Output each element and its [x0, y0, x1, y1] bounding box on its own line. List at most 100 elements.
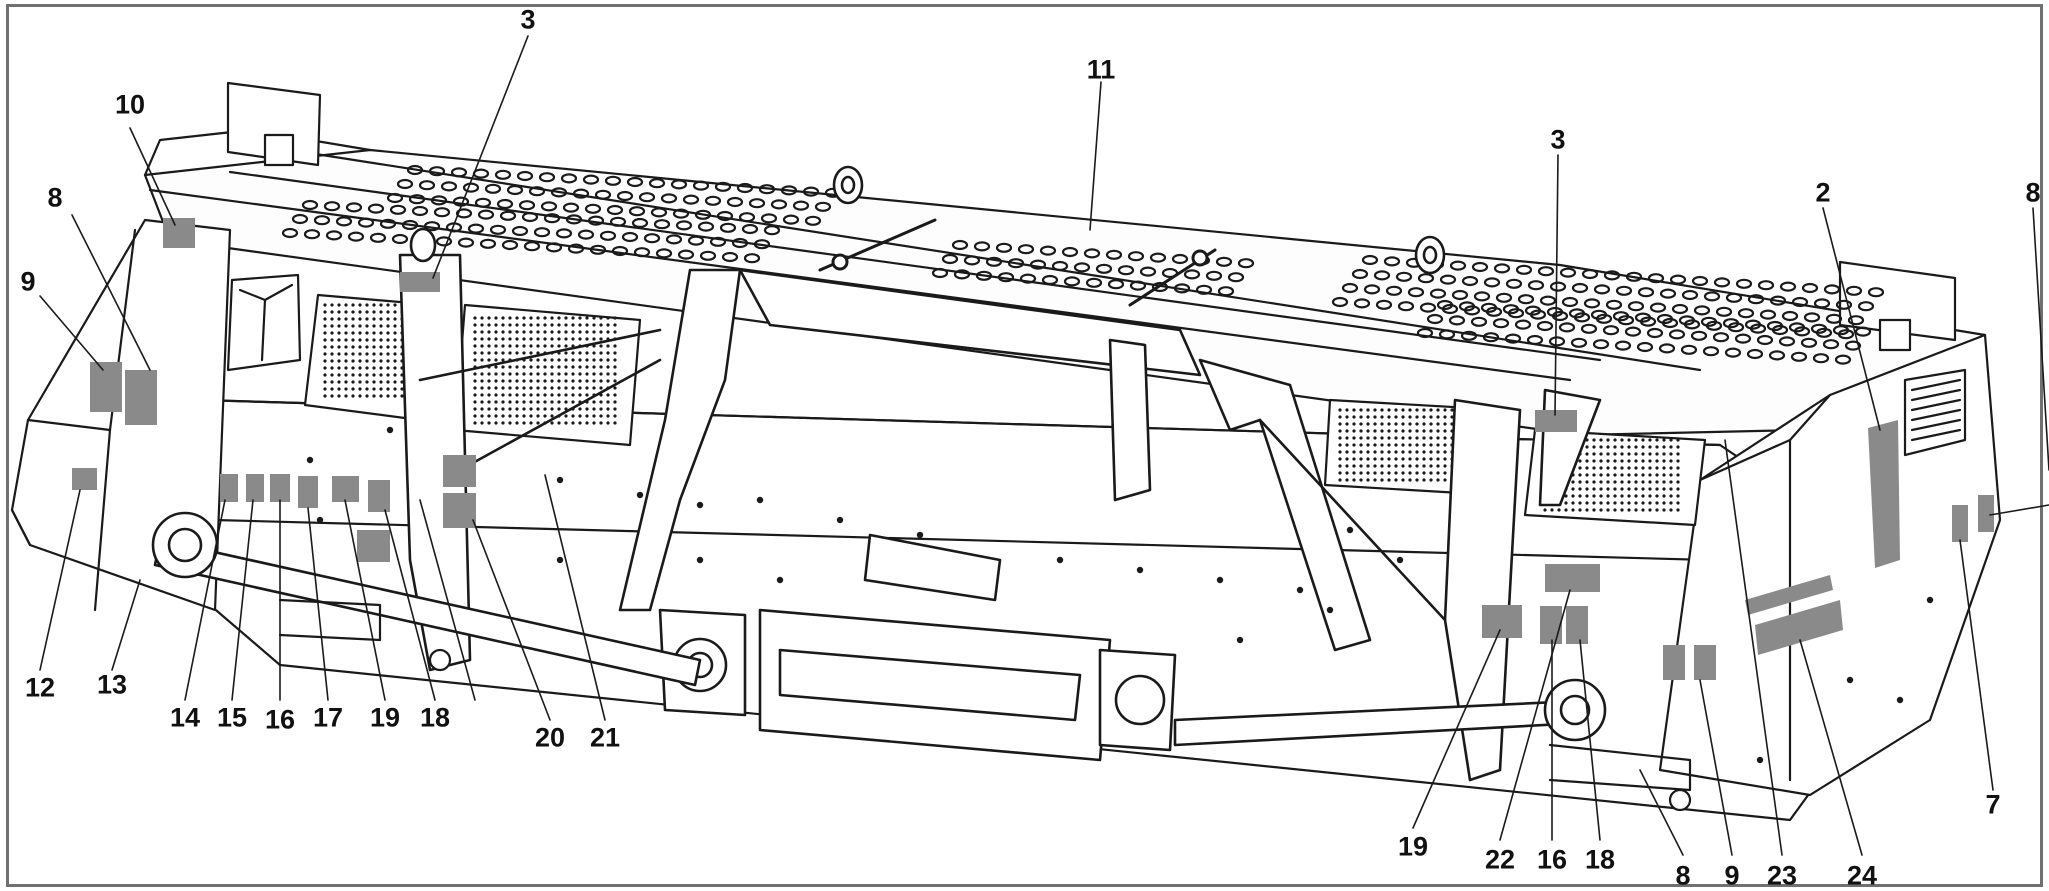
screen-perforation — [599, 414, 603, 418]
screen-perforation — [522, 365, 526, 369]
deck-hole — [692, 180, 710, 191]
screen-perforation — [1641, 466, 1645, 470]
screen-perforation — [1648, 494, 1652, 498]
screen-perforation — [1443, 457, 1447, 461]
screen-perforation — [1443, 478, 1447, 482]
screen-perforation — [1627, 480, 1631, 484]
screen-perforation — [557, 337, 561, 341]
screen-perforation — [1620, 438, 1624, 442]
screen-perforation — [522, 323, 526, 327]
screen-perforation — [1585, 494, 1589, 498]
screen-perforation — [1641, 501, 1645, 505]
screen-perforation — [1359, 415, 1363, 419]
deck-hole — [582, 174, 600, 185]
screen-perforation — [358, 338, 362, 342]
deck-hole — [1803, 312, 1821, 323]
screen-perforation — [522, 337, 526, 341]
screen-perforation — [1359, 478, 1363, 482]
screen-perforation — [372, 380, 376, 384]
screen-perforation — [480, 400, 484, 404]
screen-perforation — [1571, 480, 1575, 484]
deck-hole — [1417, 273, 1435, 284]
screen-perforation — [557, 386, 561, 390]
screen-perforation — [522, 351, 526, 355]
deck-hole — [584, 203, 602, 214]
deck-hole — [1790, 351, 1808, 362]
screen-perforation — [1373, 450, 1377, 454]
screen-perforation — [501, 372, 505, 376]
screen-perforation — [1394, 464, 1398, 468]
deck-hole — [1583, 298, 1601, 309]
screen-perforation — [1394, 408, 1398, 412]
screen-perforation — [494, 316, 498, 320]
deck-hole — [1127, 251, 1145, 262]
screen-perforation — [393, 317, 397, 321]
screen-perforation — [522, 393, 526, 397]
deck-hole — [1835, 299, 1853, 310]
screen-perforation — [564, 358, 568, 362]
screen-perforation — [323, 324, 327, 328]
screen-perforation — [585, 407, 589, 411]
screen-perforation — [592, 379, 596, 383]
screen-perforation — [613, 365, 617, 369]
deck-hole — [665, 234, 683, 245]
deck-hole — [782, 214, 800, 225]
screen-perforation — [1620, 508, 1624, 512]
screen-perforation — [1564, 508, 1568, 512]
screen-perforation — [1443, 436, 1447, 440]
screen-perforation — [1401, 443, 1405, 447]
screen-perforation — [578, 407, 582, 411]
deck-hole — [335, 216, 353, 227]
screen-perforation — [1373, 471, 1377, 475]
screen-perforation — [501, 351, 505, 355]
screen-perforation — [1401, 422, 1405, 426]
deck-hole — [973, 241, 991, 252]
screen-perforation — [536, 414, 540, 418]
screen-perforation — [1352, 408, 1356, 412]
callout-9: 9 — [1724, 860, 1740, 891]
screen-perforation — [1387, 457, 1391, 461]
deck-hole — [1693, 305, 1711, 316]
deck-hole — [1800, 337, 1818, 348]
screen-perforation — [536, 316, 540, 320]
screen-perforation — [1592, 445, 1596, 449]
bolt — [556, 476, 564, 484]
screen-perforation — [1373, 436, 1377, 440]
top-link-rods — [818, 218, 1217, 307]
deck-hole — [435, 236, 453, 247]
screen-perforation — [564, 379, 568, 383]
screen-perforation — [1359, 450, 1363, 454]
screen-perforation — [1387, 478, 1391, 482]
screen-perforation — [1380, 457, 1384, 461]
screen-perforation — [1408, 436, 1412, 440]
deck-hole — [1353, 298, 1371, 309]
deck-hole — [1151, 281, 1169, 293]
deck-hole — [1451, 289, 1469, 301]
screen-perforation — [1401, 457, 1405, 461]
screen-perforation — [1408, 457, 1412, 461]
deck-hole — [792, 200, 810, 211]
bolt — [1236, 636, 1244, 644]
screen-perforation — [564, 386, 568, 390]
deck-hole — [521, 211, 539, 223]
screen-perforation — [1352, 457, 1356, 461]
screen-perforation — [1662, 473, 1666, 477]
deck-hole — [1747, 294, 1765, 305]
inspection-cover — [226, 273, 302, 372]
deck-hole — [1107, 279, 1125, 290]
screen-perforation — [1676, 466, 1680, 470]
screen-perforation — [372, 373, 376, 377]
screen-perforation — [508, 386, 512, 390]
deck-hole — [1625, 271, 1643, 282]
deck-hole — [1615, 285, 1633, 296]
deck-hole — [1051, 260, 1069, 272]
screen-perforation — [585, 351, 589, 355]
screen-perforation — [522, 330, 526, 334]
screen-perforation — [578, 379, 582, 383]
deck-hole — [748, 198, 766, 209]
screen-perforation — [1338, 429, 1342, 433]
screen-perforation — [337, 352, 341, 356]
screen-perforation — [1415, 415, 1419, 419]
deck-hole — [1712, 332, 1730, 343]
screen-perforation — [480, 379, 484, 383]
